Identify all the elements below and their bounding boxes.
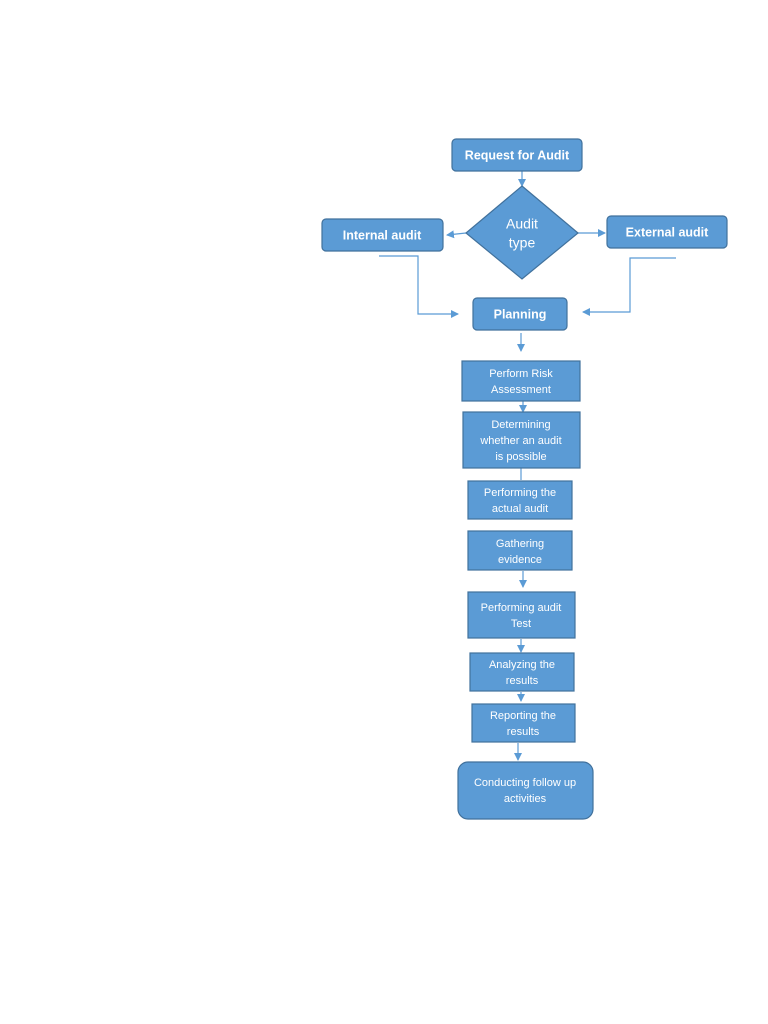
node-audit-type-label: Audit type (506, 215, 538, 250)
node-conducting-follow-up (457, 761, 594, 820)
node-gathering-evidence-label: Gathering evidence (496, 538, 544, 566)
node-external-audit-label: External audit (626, 225, 709, 239)
label-line: Request for Audit (465, 148, 570, 162)
node-perform-risk-assessment (461, 360, 581, 402)
label-line: Perform Risk (489, 368, 553, 380)
label-line: results (507, 726, 540, 738)
label-line: activities (504, 793, 547, 805)
label-line: whether an audit (479, 435, 561, 447)
label-line: actual audit (492, 503, 548, 515)
label-line: Performing audit (481, 602, 562, 614)
node-conducting-follow-up-label: Conducting follow up activities (474, 777, 576, 805)
label-line: Test (511, 618, 531, 630)
node-gathering-evidence (467, 530, 573, 571)
node-reporting-results (471, 703, 576, 743)
node-performing-actual-audit (467, 480, 573, 520)
node-internal-audit (321, 218, 444, 252)
node-reporting-results-label: Reporting the results (490, 710, 556, 738)
label-line: Internal audit (343, 228, 422, 242)
label-line: evidence (498, 554, 542, 566)
label-line: External audit (626, 225, 709, 239)
node-analyzing-results-label: Analyzing the results (489, 659, 555, 687)
label-line: Planning (494, 307, 547, 321)
node-planning (472, 297, 568, 331)
connector-internal-to-planning (379, 255, 459, 318)
label-line: Performing the (484, 487, 556, 499)
label-line: results (506, 675, 539, 687)
label-line: Assessment (491, 384, 551, 396)
node-determining-label: Determining whether an audit is possible (479, 419, 561, 463)
label-line: type (509, 234, 536, 250)
node-performing-audit-test (467, 591, 576, 639)
node-external-audit (606, 215, 728, 249)
node-analyzing-results (469, 652, 575, 692)
connector-type-to-internal (446, 230, 467, 239)
connectors (379, 171, 676, 761)
connector-external-to-planning (582, 257, 676, 316)
node-planning-label: Planning (494, 307, 547, 321)
label-line: Analyzing the (489, 659, 555, 671)
nodes: Request for Audit Audit type Internal aud… (321, 138, 728, 820)
node-determining (462, 411, 581, 469)
node-performing-actual-audit-label: Performing the actual audit (484, 487, 556, 515)
label-line: Determining (491, 419, 550, 431)
node-request-for-audit-label: Request for Audit (465, 148, 570, 162)
label-line: is possible (495, 451, 546, 463)
node-internal-audit-label: Internal audit (343, 228, 422, 242)
node-audit-type-decision (465, 185, 579, 280)
label-line: Gathering (496, 538, 544, 550)
node-request-for-audit (451, 138, 583, 172)
label-line: Audit (506, 215, 538, 231)
label-line: Conducting follow up (474, 777, 576, 789)
label-line: Reporting the (490, 710, 556, 722)
